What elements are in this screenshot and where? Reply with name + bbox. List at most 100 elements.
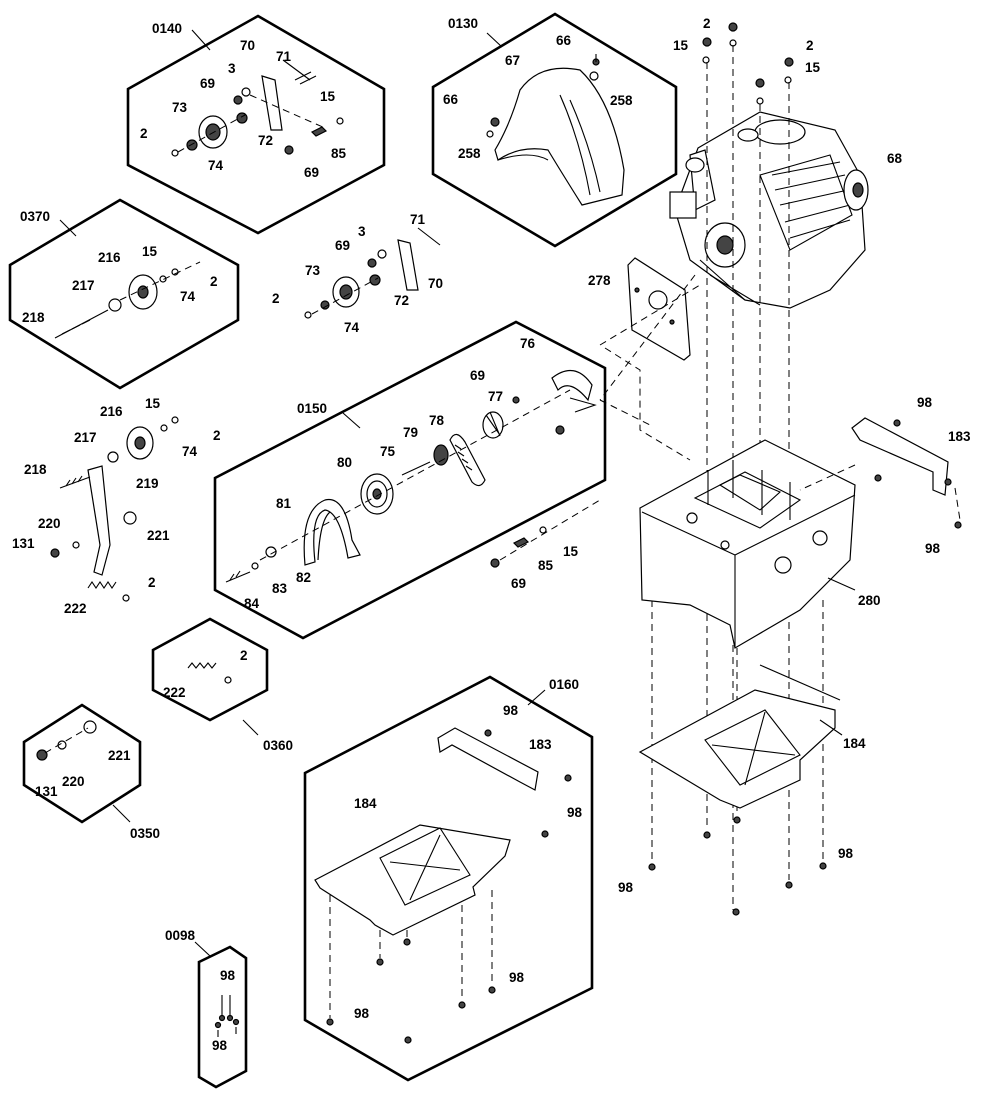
- part-number-label: 68: [887, 151, 903, 166]
- part-number-label: 2: [140, 126, 148, 141]
- part-number-label: 71: [410, 212, 426, 227]
- loose-hardware-85-15-69: [490, 499, 601, 568]
- part-number-label: 79: [403, 425, 418, 440]
- part-number-label: 15: [673, 38, 689, 53]
- frame-bottom-bolts: [648, 816, 827, 916]
- kit-0140-label: 0140: [152, 21, 182, 36]
- kit-0360-label: 0360: [263, 738, 293, 753]
- part-number-label: 98: [618, 880, 634, 895]
- part-number-label: 73: [305, 263, 321, 278]
- kit-0370-outline: [8, 198, 240, 390]
- part-number-label: 216: [100, 404, 123, 419]
- kit-0098-bolts: [214, 995, 240, 1037]
- part-number-label: 71: [276, 49, 292, 64]
- kit-0140-idler-assembly: [171, 59, 344, 157]
- part-number-label: 2: [272, 291, 280, 306]
- plate-278: [627, 257, 691, 361]
- part-number-label: 69: [511, 576, 526, 591]
- part-number-label: 74: [182, 444, 198, 459]
- part-number-label: 280: [858, 593, 881, 608]
- part-number-label: 183: [948, 429, 971, 444]
- part-number-label: 72: [394, 293, 409, 308]
- part-number-label: 220: [38, 516, 61, 531]
- part-number-label: 66: [443, 92, 459, 107]
- part-number-label: 98: [212, 1038, 228, 1053]
- part-number-label: 72: [258, 133, 273, 148]
- part-number-label: 77: [488, 389, 503, 404]
- part-number-label: 3: [358, 224, 366, 239]
- part-number-label: 131: [12, 536, 35, 551]
- part-number-label: 98: [503, 703, 519, 718]
- kit-0130-outline: [431, 12, 678, 248]
- part-number-label: 184: [354, 796, 377, 811]
- part-number-label: 278: [588, 273, 611, 288]
- part-number-label: 69: [200, 76, 215, 91]
- part-number-label: 75: [380, 444, 396, 459]
- kit-0130-label: 0130: [448, 16, 478, 31]
- kit-0140-outline: [126, 14, 386, 235]
- part-number-label: 80: [337, 455, 352, 470]
- part-number-label: 217: [72, 278, 95, 293]
- part-number-label: 98: [925, 541, 941, 556]
- part-number-label: 2: [806, 38, 814, 53]
- part-number-label: 258: [458, 146, 481, 161]
- kit-0160-bracket-plate: [314, 727, 572, 1044]
- part-number-label: 2: [210, 274, 218, 289]
- part-number-label: 222: [64, 601, 87, 616]
- kit-0098-label: 0098: [165, 928, 196, 943]
- kit-0360-outline: [151, 617, 269, 722]
- part-number-label: 74: [208, 158, 224, 173]
- part-number-label: 84: [244, 596, 260, 611]
- part-number-label: 98: [220, 968, 236, 983]
- kit-0360-spring: [187, 662, 232, 684]
- kit-0160-label: 0160: [549, 677, 579, 692]
- part-number-label: 73: [172, 100, 188, 115]
- part-number-label: 216: [98, 250, 121, 265]
- part-number-label: 221: [147, 528, 170, 543]
- kit-0350-label: 0350: [130, 826, 160, 841]
- part-number-label: 2: [213, 428, 221, 443]
- part-number-label: 74: [180, 289, 196, 304]
- part-number-label: 76: [520, 336, 536, 351]
- part-number-label: 85: [331, 146, 347, 161]
- part-number-label: 218: [22, 310, 45, 325]
- kit-0150-outline: [213, 320, 607, 640]
- part-number-label: 98: [838, 846, 854, 861]
- part-number-label: 78: [429, 413, 445, 428]
- part-number-label: 184: [843, 736, 866, 751]
- part-number-label: 219: [136, 476, 159, 491]
- part-number-label: 67: [505, 53, 520, 68]
- part-number-label: 15: [145, 396, 161, 411]
- part-number-label: 15: [563, 544, 579, 559]
- part-number-label: 220: [62, 774, 85, 789]
- kit-0130-belt-cover: [486, 54, 625, 206]
- kit-0150-label: 0150: [297, 401, 327, 416]
- part-number-label: 222: [163, 685, 186, 700]
- idler-assembly-loose: [304, 227, 441, 319]
- part-number-label: 83: [272, 581, 288, 596]
- engine-top-hardware: [702, 22, 794, 105]
- kit-0160-outline: [303, 675, 594, 1082]
- part-number-label: 2: [703, 16, 711, 31]
- part-number-label: 70: [240, 38, 255, 53]
- part-number-label: 183: [529, 737, 552, 752]
- part-number-label: 69: [335, 238, 350, 253]
- part-number-label: 258: [610, 93, 633, 108]
- frame-280: [639, 439, 856, 649]
- part-number-label: 66: [556, 33, 572, 48]
- part-number-label: 15: [320, 89, 336, 104]
- part-number-label: 98: [354, 1006, 370, 1021]
- part-number-label: 221: [108, 748, 131, 763]
- kit-0350-outline: [22, 703, 142, 824]
- part-number-label: 2: [240, 648, 248, 663]
- part-number-label: 218: [24, 462, 47, 477]
- part-number-label: 98: [917, 395, 933, 410]
- idler-arm-assembly: [50, 416, 179, 602]
- kit-0370-label: 0370: [20, 209, 50, 224]
- part-number-label: 131: [35, 784, 58, 799]
- kit-0350-hardware: [36, 720, 97, 761]
- part-number-label: 81: [276, 496, 292, 511]
- kit-0098-outline: [197, 945, 248, 1089]
- part-number-label: 3: [228, 61, 236, 76]
